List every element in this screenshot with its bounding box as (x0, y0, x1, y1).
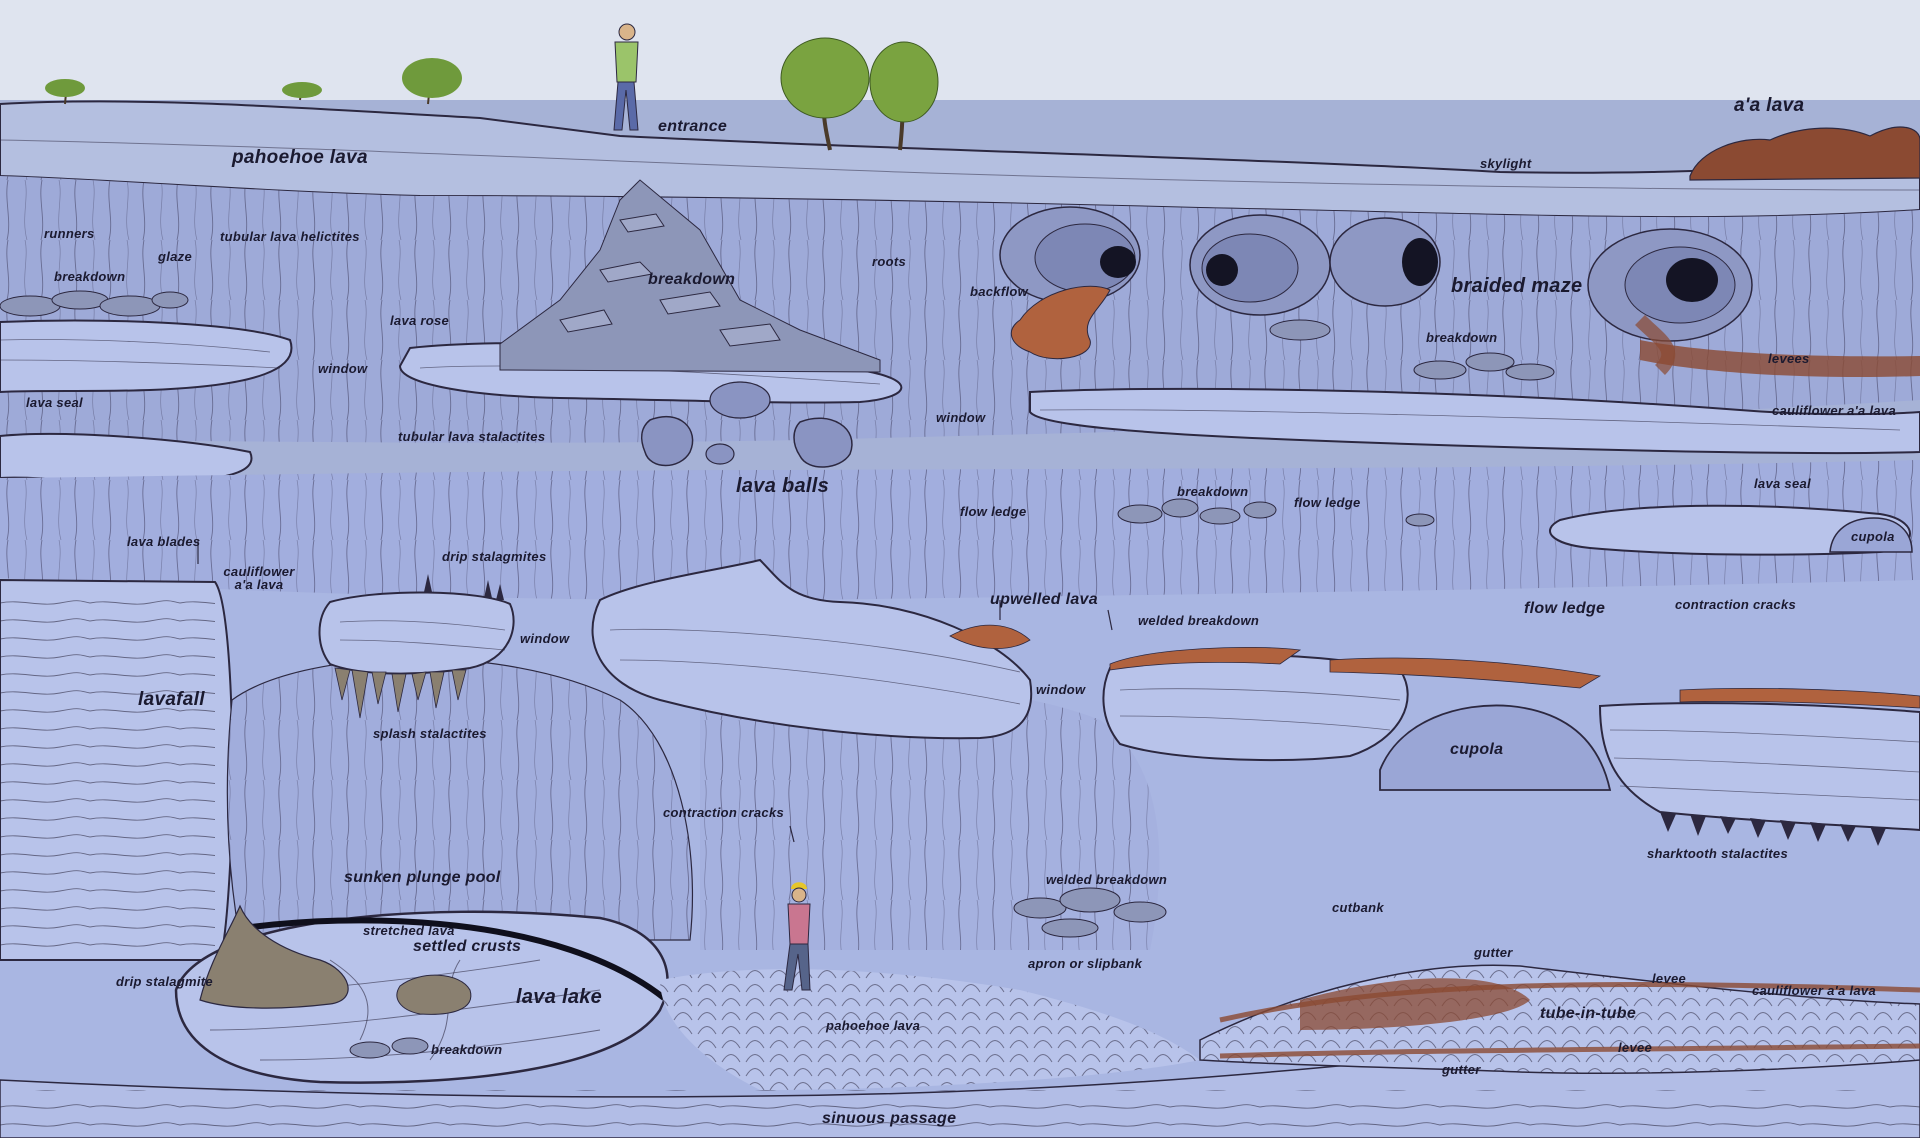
label-splash-stalactites: splash stalactites (373, 727, 487, 740)
label-runners: runners (44, 227, 95, 240)
label-levee-1: levee (1652, 972, 1686, 985)
label-contraction-cracks-center: contraction cracks (663, 806, 784, 819)
label-cauliflower-aa-lava: cauliflower a'a lava (1772, 404, 1896, 417)
label-welded-breakdown-2: welded breakdown (1046, 873, 1167, 886)
label-glaze: glaze (158, 250, 192, 263)
label-backflow: backflow (970, 285, 1028, 298)
label-skylight: skylight (1480, 157, 1532, 170)
label-sinuous-passage: sinuous passage (822, 1111, 956, 1127)
label-breakdown-mid: breakdown (1177, 485, 1248, 498)
label-apron-or-slipbank: apron or slipbank (1028, 957, 1142, 970)
label-tube-in-tube: tube-in-tube (1540, 1006, 1636, 1022)
label-window-4: window (1036, 683, 1085, 696)
label-settled-crusts: settled crusts (413, 939, 521, 955)
label-pahoehoe-lava-floor: pahoehoe lava (826, 1019, 920, 1032)
label-pahoehoe-lava: pahoehoe lava (232, 148, 368, 167)
label-window-1: window (318, 362, 367, 375)
label-breakdown-right: breakdown (1426, 331, 1497, 344)
label-sunken-plunge-pool: sunken plunge pool (344, 870, 501, 886)
label-lava-lake: lava lake (516, 987, 602, 1007)
label-drip-stalagmite: drip stalagmite (116, 975, 213, 988)
label-roots: roots (872, 255, 906, 268)
label-flow-ledge-2: flow ledge (1294, 496, 1361, 509)
label-upwelled-lava: upwelled lava (990, 592, 1098, 608)
label-lava-seal-left: lava seal (26, 396, 83, 409)
label-cupola-large: cupola (1450, 742, 1503, 758)
label-gutter-2: gutter (1442, 1063, 1481, 1076)
label-tubular-lava-stalactites: tubular lava stalactites (398, 430, 545, 443)
label-aa-lava: a'a lava (1734, 96, 1804, 115)
label-sharktooth-stalactites: sharktooth stalactites (1647, 847, 1788, 860)
settled-crust-mound (397, 975, 471, 1014)
label-breakdown-lake: breakdown (431, 1043, 502, 1056)
label-levee-2: levee (1618, 1041, 1652, 1054)
label-lava-rose: lava rose (390, 314, 449, 327)
label-breakdown-left: breakdown (54, 270, 125, 283)
label-cutbank: cutbank (1332, 901, 1384, 914)
label-lava-seal-right: lava seal (1754, 477, 1811, 490)
label-drip-stalagmites: drip stalagmites (442, 550, 547, 563)
label-gutter-1: gutter (1474, 946, 1513, 959)
label-contraction-cracks-right: contraction cracks (1675, 598, 1796, 611)
label-stretched-lava: stretched lava (363, 924, 455, 937)
label-flow-ledge-3: flow ledge (1524, 601, 1605, 617)
label-cupola-small: cupola (1851, 530, 1895, 543)
label-lava-blades: lava blades (127, 535, 200, 548)
label-tubular-lava-helictites: tubular lava helictites (220, 230, 360, 243)
label-entrance: entrance (658, 119, 727, 135)
label-lavafall: lavafall (138, 690, 205, 709)
label-flow-ledge-1: flow ledge (960, 505, 1027, 518)
label-levees: levees (1768, 352, 1810, 365)
label-braided-maze: braided maze (1451, 276, 1582, 296)
label-cauliflower-aa-lava-3: cauliflower a'a lava (1752, 984, 1876, 997)
label-lava-balls: lava balls (736, 476, 829, 496)
label-welded-breakdown-1: welded breakdown (1138, 614, 1259, 627)
label-cauliflower-aa-lava-2: cauliflower a'a lava (220, 565, 298, 591)
ledge-drip-stalagmites (320, 592, 514, 673)
label-window-3: window (520, 632, 569, 645)
label-breakdown-pile: breakdown (648, 272, 735, 288)
label-window-2: window (936, 411, 985, 424)
